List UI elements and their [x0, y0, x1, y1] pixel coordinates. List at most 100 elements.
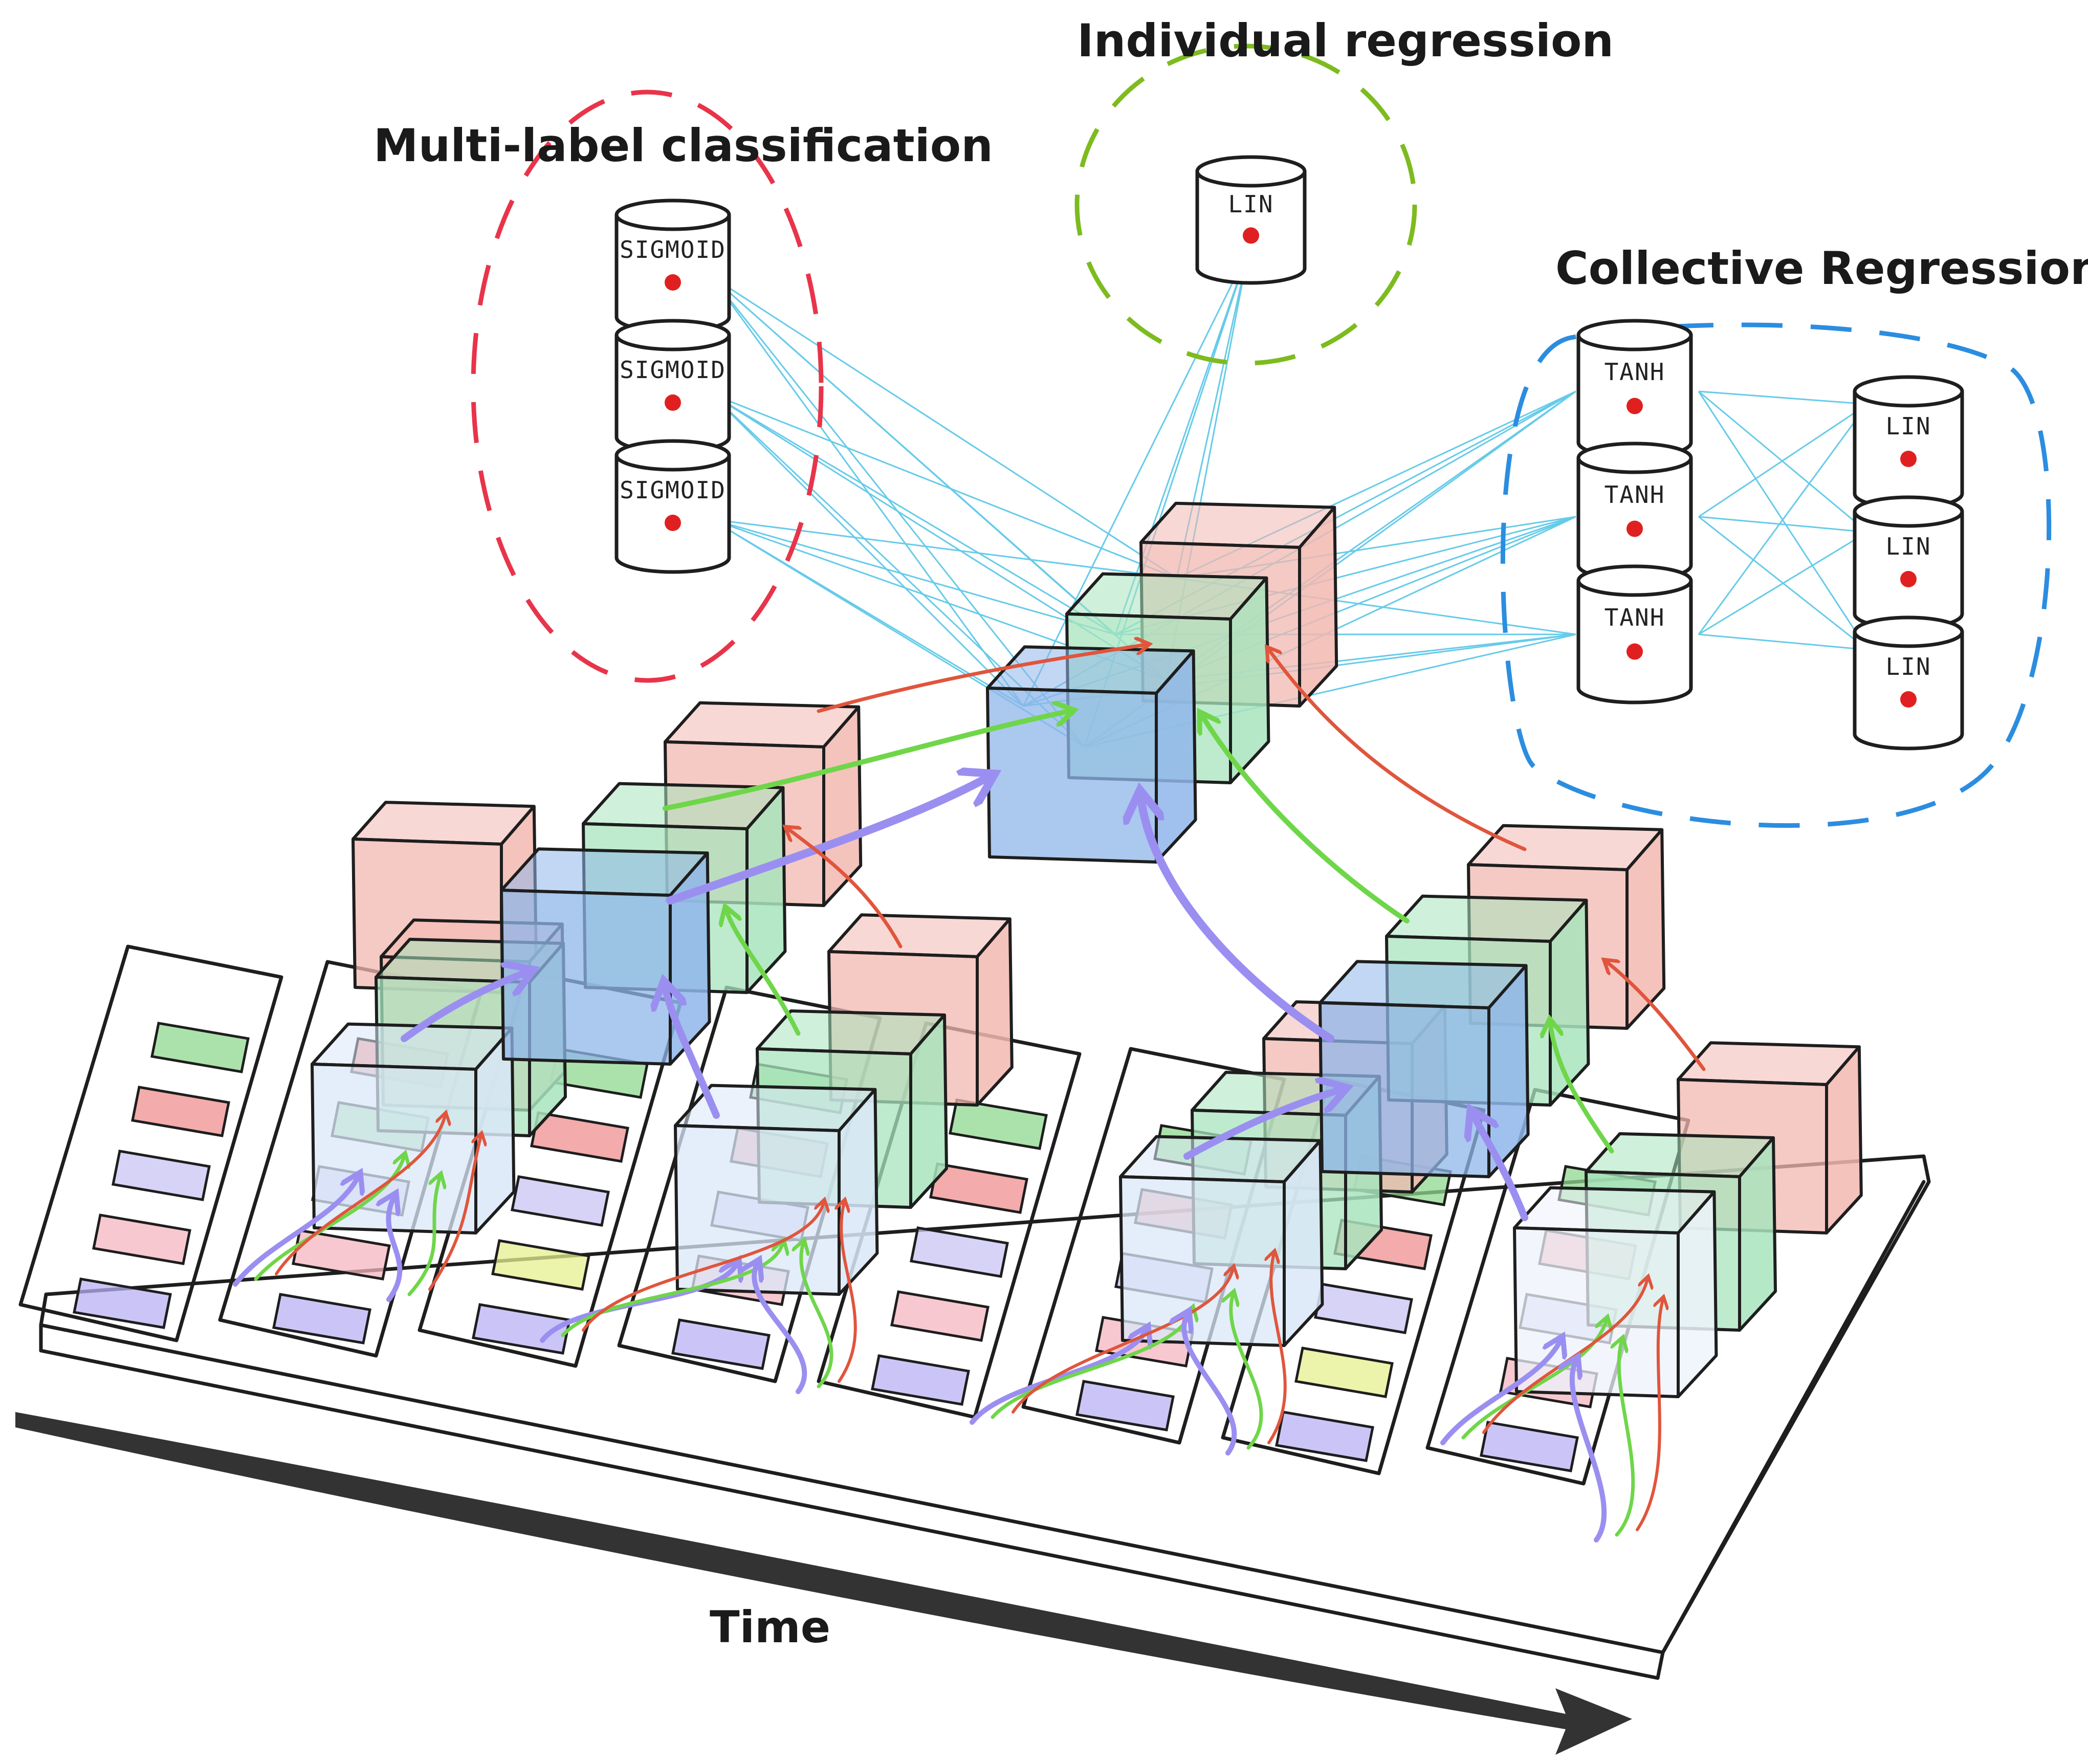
unit-dot [1900, 571, 1917, 587]
input-cell [929, 1162, 1028, 1214]
unit-label: LIN [1228, 190, 1273, 218]
cube-blue [986, 645, 1197, 864]
flow-arrow [254, 1156, 404, 1281]
unit-dot [665, 394, 681, 411]
unit-dot [1627, 398, 1643, 414]
tanh-unit: TANH [1576, 564, 1693, 704]
flow-arrow [561, 1243, 783, 1337]
sigmoid-unit: SIGMOID [614, 439, 731, 574]
unit-label: TANH [1605, 358, 1665, 386]
flow-arrow [1550, 1023, 1614, 1154]
input-cell [530, 1111, 629, 1163]
unit-label: TANH [1605, 481, 1665, 509]
individual-region [1074, 43, 1417, 366]
time-slice [18, 944, 283, 1342]
flow-arrow [1202, 716, 1410, 923]
input-cell [890, 1290, 990, 1342]
sigmoid-unit: SIGMOID [614, 319, 731, 454]
input-cell [1480, 1421, 1579, 1472]
input-cell [910, 1226, 1009, 1278]
flow-arrow [801, 1243, 833, 1388]
unit-label: LIN [1885, 412, 1931, 440]
multi-label-region [471, 90, 824, 683]
unit-label: SIGMOID [620, 476, 726, 504]
flow-arrow [970, 1330, 1146, 1425]
unit-dot [1900, 451, 1917, 467]
cube-light-blue [311, 1022, 516, 1234]
unit-label: SIGMOID [620, 356, 726, 384]
lin-unit-collective: LIN [1853, 495, 1964, 630]
flow-arrow [1572, 1361, 1607, 1542]
unit-label: SIGMOID [620, 236, 726, 263]
flow-arrow [663, 711, 1069, 811]
input-cell [491, 1239, 590, 1291]
flow-arrow [817, 645, 1146, 713]
time-arrow-icon [15, 1412, 1632, 1755]
input-cell [1294, 1347, 1394, 1398]
input-cell [1075, 1380, 1175, 1431]
flow-arrow [788, 829, 903, 949]
unit-dot [1627, 643, 1643, 660]
flow-arrow [1269, 650, 1527, 851]
flow-arrow [1183, 1090, 1340, 1160]
unit-dot [665, 274, 681, 291]
lin-unit-collective: LIN [1853, 375, 1964, 510]
time-axis: Time [15, 1412, 1632, 1755]
input-cell [92, 1214, 191, 1265]
input-cell [511, 1175, 610, 1227]
flow-arrow [388, 1197, 403, 1302]
flow-arrow [665, 987, 720, 1119]
input-cell [949, 1098, 1048, 1150]
flow-arrow [407, 1177, 440, 1296]
sigmoid-unit: SIGMOID [614, 199, 731, 334]
input-cell [1314, 1283, 1413, 1334]
flow-arrow [275, 1115, 445, 1275]
feature-pyramid [311, 501, 1863, 1398]
collective-region [1500, 322, 2052, 828]
cube-blue [1318, 960, 1530, 1178]
flow-arrow [1231, 1294, 1263, 1450]
tanh-unit: TANH [1576, 319, 1693, 459]
unit-dot [1900, 691, 1917, 708]
collective-regression-title: Collective Regression [1555, 242, 2088, 295]
flow-arrow [1184, 1315, 1237, 1456]
flow-arrow [540, 1264, 737, 1343]
input-cell [131, 1086, 230, 1137]
flow-arrow [1440, 1340, 1560, 1445]
flow-arrow [1269, 1253, 1287, 1444]
flow-arrow [428, 1136, 481, 1291]
unit-dot [1243, 227, 1259, 244]
flow-arrow [1474, 1115, 1528, 1221]
input-cell [671, 1318, 771, 1370]
lin-unit-collective: LIN [1853, 615, 1964, 751]
flow-arrow [666, 778, 987, 905]
flow-arrow [754, 1264, 807, 1394]
input-cell [150, 1022, 250, 1073]
unit-label: LIN [1885, 653, 1931, 680]
input-cell [73, 1277, 172, 1329]
flow-arrows [233, 645, 1706, 1542]
flow-arrow [727, 911, 801, 1036]
input-cell [112, 1150, 211, 1201]
multi-label-title: Multi-label classification [373, 119, 993, 172]
flow-arrow [1607, 962, 1706, 1071]
flow-arrow [839, 1202, 857, 1383]
time-label: Time [710, 1602, 830, 1653]
input-cell [472, 1303, 571, 1355]
flow-arrow [233, 1177, 358, 1287]
output-units: SIGMOID SIGMOID SIGMOID LIN TANH TANH TANH LIN L… [614, 155, 1964, 751]
unit-label: TANH [1605, 604, 1665, 631]
tanh-unit: TANH [1576, 442, 1693, 582]
input-cell [1275, 1410, 1374, 1462]
flow-arrow [1617, 1340, 1635, 1537]
cube-blue [500, 847, 711, 1066]
cube-light-blue [1119, 1135, 1324, 1347]
unit-dot [665, 515, 681, 531]
flow-arrow [582, 1202, 824, 1332]
cube-light-blue [1513, 1186, 1718, 1398]
flow-arrow [1012, 1269, 1233, 1414]
flow-arrow [401, 972, 527, 1042]
individual-regression-title: Individual regression [1077, 14, 1614, 67]
lin-unit-individual: LIN [1195, 155, 1307, 285]
